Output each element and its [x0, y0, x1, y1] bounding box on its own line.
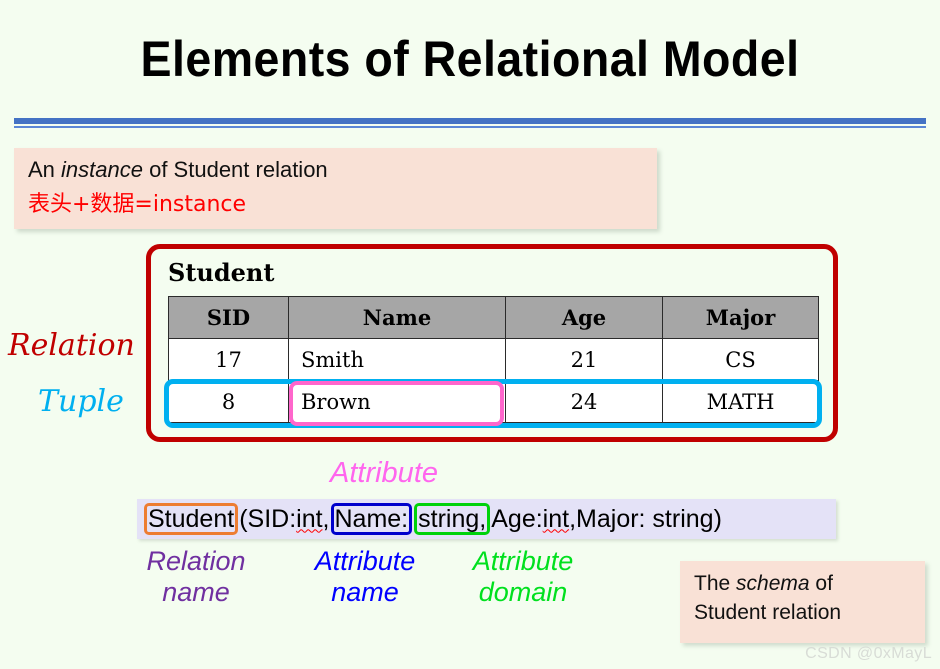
cell-major: MATH [662, 380, 819, 423]
table-row: 8 Brown 24 MATH [168, 380, 819, 423]
schema-attribute-name-token: Name: [330, 502, 413, 536]
schema-relation-name-token: Student [144, 502, 239, 536]
instance-callout-prefix: An [28, 157, 62, 182]
legend-attribute-domain: Attribute domain [472, 546, 574, 608]
schema-expression-bar: Student(SID: int, Name:string, Age: int,… [137, 499, 836, 539]
divider-gap [14, 124, 926, 126]
schema-callout-line2: Student relation [694, 600, 842, 624]
student-table: SID Name Age Major 17 Smith 21 CS 8 Brow… [168, 296, 819, 423]
column-header-sid: SID [168, 296, 289, 339]
column-header-age: Age [505, 296, 663, 339]
divider-thick-bar [14, 118, 926, 124]
cell-sid: 8 [168, 380, 289, 423]
title-divider [14, 118, 926, 130]
page-title: Elements of Relational Model [140, 31, 800, 87]
legend-attribute-name: Attribute name [314, 546, 416, 608]
schema-major-label: Major: string [576, 504, 714, 533]
attribute-callout-label: Attribute [330, 457, 438, 489]
schema-callout-prefix: The [694, 572, 737, 595]
schema-callout-line1: The schema of [694, 570, 925, 599]
tuple-side-label: Tuple [38, 384, 124, 419]
table-header-row: SID Name Age Major [168, 296, 819, 339]
schema-attribute-domain-token: string, [414, 502, 491, 536]
relation-outline-box [146, 244, 838, 442]
schema-comma-1: , [322, 504, 330, 533]
csdn-watermark: CSDN @0xMayL [805, 645, 932, 662]
cell-sid: 17 [168, 338, 289, 381]
instance-callout-emphasis: instance [61, 157, 143, 182]
column-header-name: Name [288, 296, 506, 339]
schema-age-label: Age: [491, 504, 543, 533]
relation-name-heading: Student [168, 258, 275, 287]
schema-open-paren: ( [239, 504, 248, 533]
table-row: 17 Smith 21 CS [168, 338, 819, 381]
schema-comma-2: , [569, 504, 577, 533]
divider-thin-bar [14, 126, 926, 128]
schema-callout-emphasis: schema [736, 572, 810, 595]
instance-callout-box: An instance of Student relation 表头+数据=in… [14, 148, 657, 229]
instance-callout-line1: An instance of Student relation [28, 157, 657, 183]
instance-callout-suffix: of Student relation [142, 157, 328, 182]
schema-age-type: int [542, 504, 570, 533]
legend-relation-name: Relation name [146, 546, 246, 608]
schema-close-paren: ) [713, 504, 722, 533]
cell-age: 24 [505, 380, 663, 423]
cell-age: 21 [505, 338, 663, 381]
relation-side-label: Relation [8, 328, 135, 363]
instance-callout-line2: 表头+数据=instance [28, 192, 247, 217]
schema-callout-box: The schema of Student relation [680, 561, 925, 643]
schema-callout-suffix: of [809, 572, 833, 595]
cell-name: Smith [288, 338, 506, 381]
column-header-major: Major [662, 296, 819, 339]
cell-major: CS [662, 338, 819, 381]
schema-sid-type: int [296, 504, 323, 533]
cell-name: Brown [288, 380, 506, 423]
schema-sid-label: SID: [247, 504, 297, 533]
